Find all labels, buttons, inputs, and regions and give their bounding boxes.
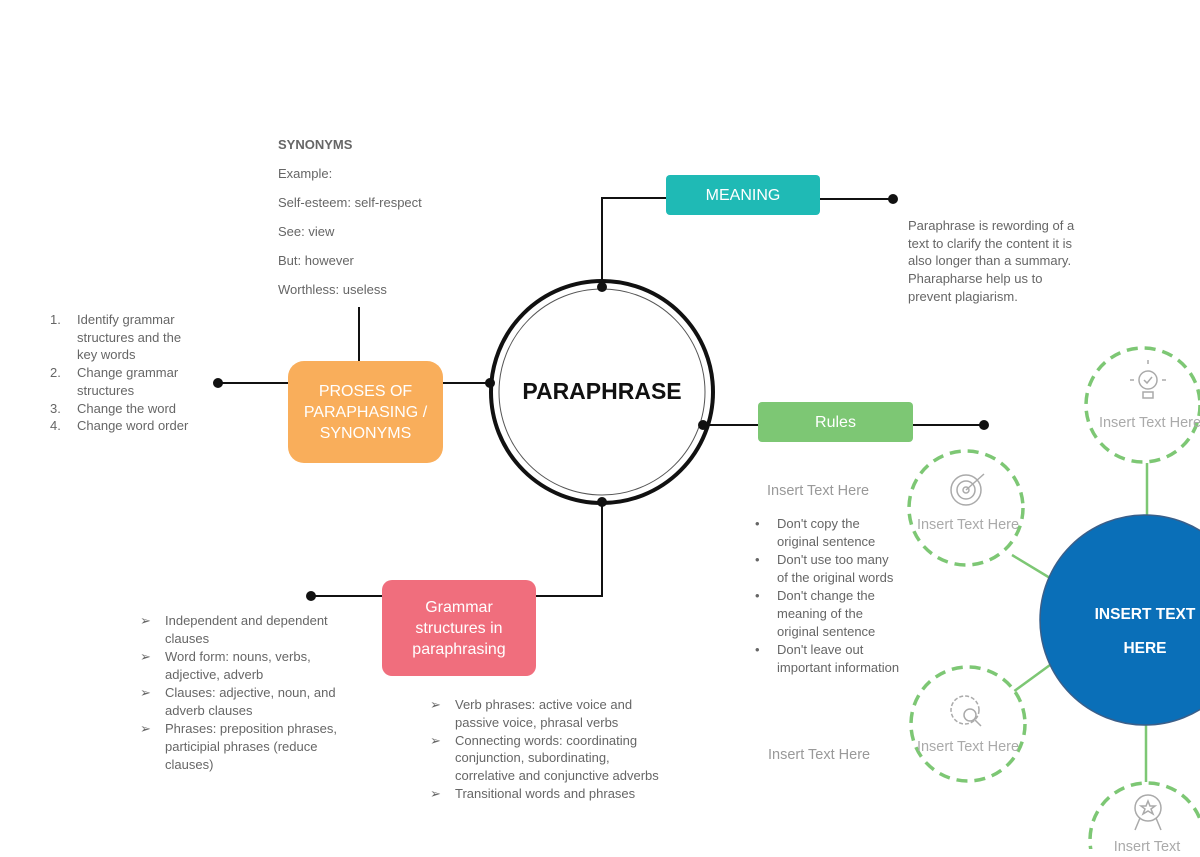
lightbulb-icon <box>1130 360 1166 399</box>
hub-circle <box>1039 514 1200 726</box>
synonym-line: But: however <box>278 253 354 268</box>
dot <box>597 497 607 507</box>
meaning-box: MEANING <box>666 175 820 215</box>
synonyms-block: SYNONYMS Example: Self-esteem: self-resp… <box>278 137 422 311</box>
grammar-box: Grammar structures in paraphrasing <box>382 580 536 676</box>
grammar-connector <box>311 502 603 597</box>
list-item: •Don't change the meaning of the origina… <box>755 588 876 639</box>
list-item: •Don't use too many of the original word… <box>755 552 894 585</box>
dot <box>698 420 708 430</box>
node-circle <box>1088 781 1200 849</box>
list-item: 4.Change word order <box>50 418 189 434</box>
list-item: •Don't copy the original sentence <box>755 516 876 549</box>
node-circle <box>907 449 1025 567</box>
proses-box: PROSES OF PARAPHASING / SYNONYMS <box>288 361 443 463</box>
proses-connector <box>218 307 490 384</box>
meaning-text: Paraphrase is rewording of a text to cla… <box>908 218 1075 304</box>
synonym-line: See: view <box>278 224 335 239</box>
synonym-line: Example: <box>278 166 333 181</box>
list-item: ➢Clauses: adjective, noun, and adverb cl… <box>140 685 336 718</box>
rules-box: Rules <box>758 402 913 442</box>
list-item: 1.Identify grammar structures and the ke… <box>50 312 182 363</box>
list-item: ➢Independent and dependent clauses <box>140 613 328 646</box>
rules-list: •Don't copy the original sentence •Don't… <box>755 515 903 677</box>
dot <box>979 420 989 430</box>
node-label: Insert Text Here <box>1098 415 1200 431</box>
synonym-line: Worthless: useless <box>278 282 387 297</box>
dot <box>485 378 495 388</box>
dot <box>306 591 316 601</box>
list-item: ➢Transitional words and phrases <box>430 785 636 801</box>
list-item: ➢Word form: nouns, verbs, adjective, adv… <box>140 649 311 682</box>
grammar-bottom-list: ➢Verb phrases: active voice and passive … <box>430 696 665 803</box>
node-label: Insert Text Here <box>916 517 1020 533</box>
list-item: ➢Connecting words: coordinating conjunct… <box>430 732 659 784</box>
list-item: ➢Phrases: preposition phrases, participi… <box>140 721 337 772</box>
list-item: ➢Verb phrases: active voice and passive … <box>430 697 633 730</box>
dot <box>888 194 898 204</box>
list-item: 2.Change grammar structures <box>50 365 179 398</box>
award-icon <box>1134 794 1162 831</box>
node-circle <box>1084 346 1200 464</box>
node-label: Insert Text Here <box>916 739 1020 755</box>
placeholder-text: Insert Text Here <box>767 483 870 499</box>
dot <box>597 282 607 292</box>
synonym-line: Self-esteem: self-respect <box>278 195 422 210</box>
list-item: •Don't leave out important information <box>755 642 900 675</box>
dot <box>213 378 223 388</box>
target-icon <box>950 473 985 506</box>
gear-search-icon <box>950 695 982 727</box>
placeholder-text: Insert Text Here <box>768 747 871 763</box>
synonyms-heading: SYNONYMS <box>278 137 353 152</box>
meaning-connector <box>601 197 666 287</box>
grammar-left-list: ➢Independent and dependent clauses ➢Word… <box>140 612 355 774</box>
node-label: Insert Text <box>1113 839 1181 855</box>
proses-steps: 1.Identify grammar structures and the ke… <box>50 311 200 435</box>
list-item: 3.Change the word <box>50 400 177 416</box>
center-title: PARAPHRASE <box>522 378 682 404</box>
